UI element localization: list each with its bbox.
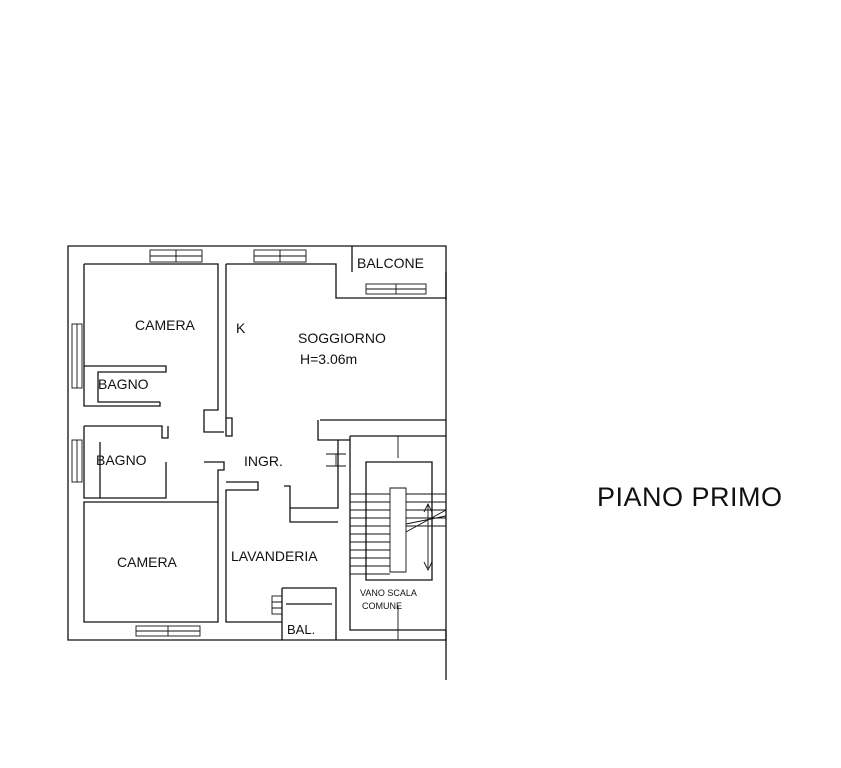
room-label-camera-top: CAMERA <box>135 317 196 333</box>
room-label-lavanderia: LAVANDERIA <box>231 548 318 564</box>
room-label-soggiorno: SOGGIORNO <box>298 330 386 346</box>
room-label-camera-bottom: CAMERA <box>117 554 178 570</box>
interior-walls <box>83 263 446 640</box>
windows <box>71 249 427 637</box>
room-label-ingresso: INGR. <box>244 453 283 469</box>
outer-walls <box>67 245 447 641</box>
stair-treads <box>350 436 447 640</box>
room-label-bagno-bottom: BAGNO <box>96 452 147 468</box>
room-label-vano-scala: VANO SCALA <box>360 588 417 598</box>
room-label-vano-comune: COMUNE <box>362 601 402 611</box>
room-height-soggiorno: H=3.06m <box>300 351 357 367</box>
room-label-bal: BAL. <box>287 622 315 637</box>
room-label-kitchen: K <box>236 320 246 336</box>
room-label-balcone: BALCONE <box>357 255 424 271</box>
floor-title: PIANO PRIMO <box>597 482 783 512</box>
room-label-bagno-top: BAGNO <box>98 376 149 392</box>
